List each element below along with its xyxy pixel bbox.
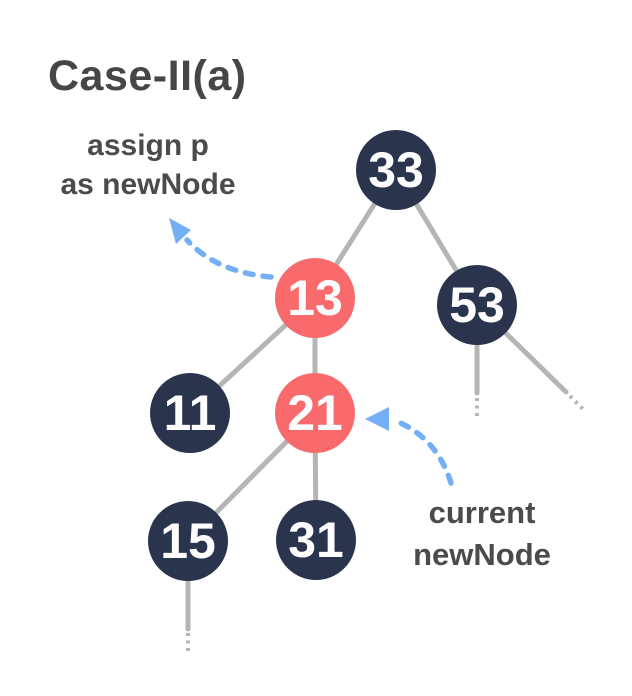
annotation-current-line2: newNode [413,537,551,572]
node-53-circle [437,265,517,345]
annotation-assign-p-line1: assign p [87,129,209,162]
node-33-circle [356,130,436,210]
annotation-assign-p: assign p as newNode [40,126,256,204]
node-53-value: 53 [449,277,505,333]
node-21-circle [275,373,355,453]
page-title: Case-II(a) [48,52,247,100]
node-31-value: 31 [288,512,344,568]
annotation-current-newnode: current newNode [388,492,576,576]
tree-node-13: 13 [275,258,355,338]
tree-node-11: 11 [150,373,230,453]
node-11-value: 11 [164,385,217,441]
node-13-value: 13 [287,270,343,326]
edge-53-right-dots [568,394,586,412]
node-15-value: 15 [160,513,216,569]
tree-node-33: 33 [356,130,436,210]
node-31-circle [276,500,356,580]
current-newnode-arrow-curve [393,418,454,486]
tree-nodes: 33 13 53 11 21 15 [148,130,517,581]
annotation-assign-p-line2: as newNode [60,168,236,201]
annotation-current-line1: current [428,495,536,530]
tree-node-21: 21 [275,373,355,453]
node-13-circle [275,258,355,338]
annotation-arrows [169,218,454,486]
current-newnode-arrowhead-icon [365,407,389,431]
tree-node-53: 53 [437,265,517,345]
tree-node-31: 31 [276,500,356,580]
tree-node-15: 15 [148,501,228,581]
assign-p-arrowhead-icon [169,218,191,244]
node-11-circle [150,373,230,453]
assign-p-arrow-curve [184,237,274,280]
node-33-value: 33 [368,142,424,198]
node-15-circle [148,501,228,581]
node-21-value: 21 [287,385,343,441]
